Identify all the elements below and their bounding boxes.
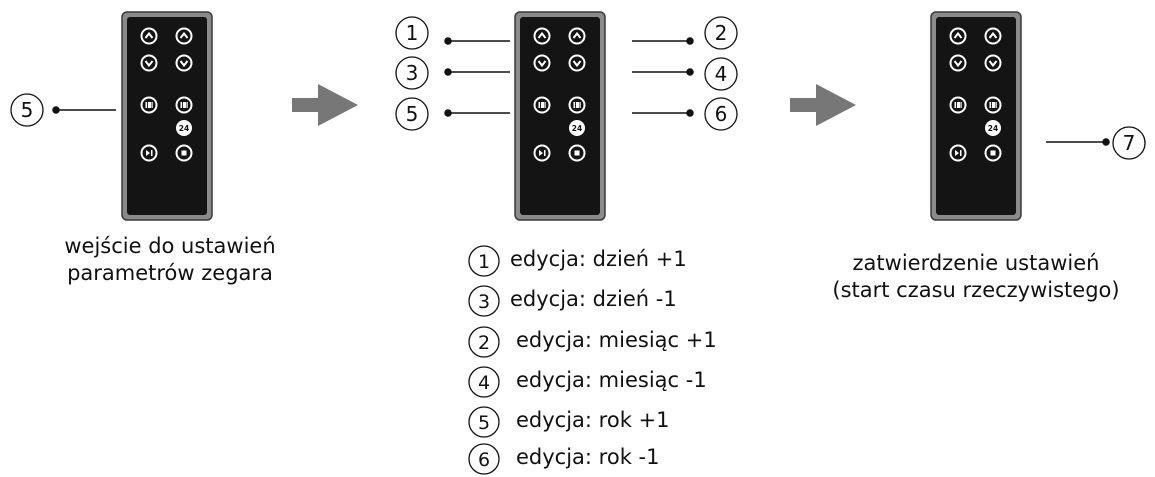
legend-number-circle: 1 — [468, 245, 500, 277]
callout-number: 7 — [1123, 131, 1136, 155]
svg-text:1: 1 — [478, 251, 490, 273]
callout-dot — [444, 37, 452, 45]
legend-number-circle: 6 — [468, 443, 500, 475]
callout-number: 2 — [715, 21, 728, 45]
callout-number: 5 — [21, 98, 34, 122]
callout-circle-7 — [1112, 126, 1146, 160]
remote-panel-3 — [930, 11, 1022, 221]
legend-text: edycja: rok -1 — [516, 445, 660, 469]
svg-text:5: 5 — [478, 412, 490, 434]
callout-number: 6 — [715, 102, 728, 126]
svg-text:3: 3 — [478, 291, 490, 313]
callout-circle-4 — [704, 57, 738, 91]
legend-text: edycja: dzień -1 — [510, 287, 677, 311]
flow-arrow-1 — [292, 84, 358, 126]
callout-dot — [686, 68, 694, 76]
callout-number: 3 — [406, 61, 419, 85]
remote-panel-2 — [514, 11, 606, 221]
legend-number-circle: 4 — [468, 366, 500, 398]
callout-circle-3 — [395, 56, 429, 90]
callout-circle-6 — [704, 97, 738, 131]
caption-line: zatwierdzenie ustawień — [852, 251, 1100, 275]
callout-number: 1 — [406, 21, 419, 45]
caption-line: parametrów zegara — [67, 261, 273, 285]
legend-text: edycja: dzień +1 — [510, 247, 687, 271]
flow-arrow-2 — [790, 84, 856, 126]
callout-circle-2 — [704, 16, 738, 50]
callout-dot — [444, 68, 452, 76]
legend-number-circle: 5 — [468, 406, 500, 438]
legend-text: edycja: miesiąc +1 — [516, 328, 717, 352]
svg-text:4: 4 — [478, 372, 490, 394]
callout-dot — [686, 37, 694, 45]
svg-text:6: 6 — [478, 449, 490, 471]
callout-dot — [444, 109, 452, 117]
callout-circle-5-panel1 — [10, 93, 44, 127]
legend-text: edycja: rok +1 — [516, 408, 670, 432]
callout-dot — [1102, 138, 1110, 146]
callout-circle-5 — [395, 97, 429, 131]
remote-panel-1 — [121, 11, 213, 221]
callout-dot — [686, 109, 694, 117]
callout-circle-1 — [395, 16, 429, 50]
caption-line: (start czasu rzeczywistego) — [832, 278, 1120, 302]
callout-number: 4 — [715, 62, 728, 86]
svg-text:2: 2 — [478, 332, 490, 354]
caption-line: wejście do ustawień — [64, 234, 276, 258]
caption-panel-1: wejście do ustawień parametrów zegara — [20, 233, 320, 287]
legend-number-circle: 2 — [468, 326, 500, 358]
caption-panel-3: zatwierdzenie ustawień (start czasu rzec… — [816, 250, 1136, 304]
legend-text: edycja: miesiąc -1 — [516, 368, 707, 392]
callout-dot — [52, 106, 60, 114]
callout-number: 5 — [406, 102, 419, 126]
legend-number-circle: 3 — [468, 285, 500, 317]
